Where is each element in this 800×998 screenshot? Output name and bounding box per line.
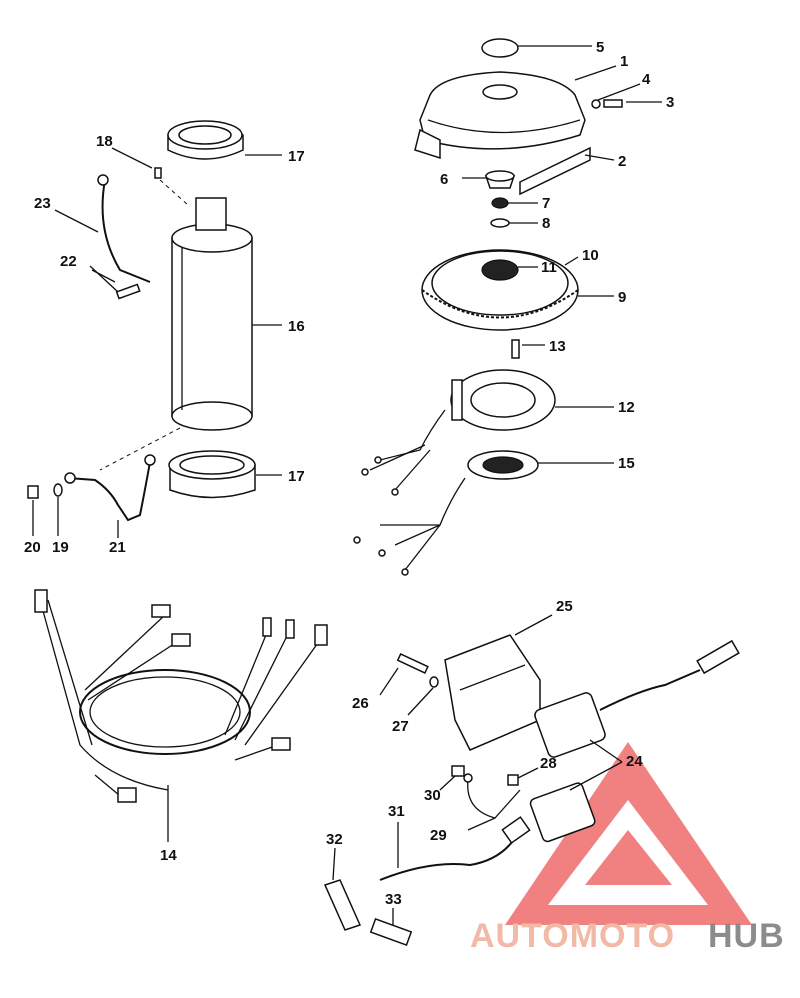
callout-28: 28 <box>540 755 557 772</box>
callout-8: 8 <box>542 215 550 232</box>
callout-23: 23 <box>34 195 51 212</box>
watermark-text-automoto: AUTOMOTO <box>470 917 675 955</box>
callout-5: 5 <box>596 39 604 56</box>
callout-10: 10 <box>582 247 599 264</box>
callout-17-bottom: 17 <box>288 468 305 485</box>
coil-nut <box>507 774 519 786</box>
callout-13: 13 <box>549 338 566 355</box>
callout-6: 6 <box>440 171 448 188</box>
nut-small <box>27 485 39 499</box>
callout-1: 1 <box>620 53 628 70</box>
ground-lead <box>67 461 151 522</box>
watermark-text-hub: HUB <box>708 917 785 955</box>
ignition-coil-lower <box>529 782 596 843</box>
callout-25: 25 <box>556 598 573 615</box>
starter-motor <box>171 237 253 417</box>
callout-22: 22 <box>60 253 77 270</box>
callout-21: 21 <box>109 539 126 556</box>
bracket-washer <box>429 676 439 688</box>
callout-19: 19 <box>52 539 69 556</box>
callout-9: 9 <box>618 289 626 306</box>
wiring-harness-group <box>34 589 328 842</box>
flywheel-cover-group <box>414 38 662 228</box>
callout-2: 2 <box>618 153 626 170</box>
coil-screw <box>451 765 465 777</box>
clip <box>154 167 162 179</box>
watermark-logo: AUTOMOTO HUB <box>470 742 785 955</box>
callout-3: 3 <box>666 94 674 111</box>
callout-12: 12 <box>618 399 635 416</box>
flywheel-group <box>421 249 614 359</box>
wiring-harness <box>79 669 251 755</box>
stator-group <box>353 369 614 576</box>
spark-plug-boot <box>323 879 362 931</box>
callout-29: 29 <box>430 827 447 844</box>
ignition-coil-upper <box>534 692 606 758</box>
callout-17-top: 17 <box>288 148 305 165</box>
callout-33: 33 <box>385 891 402 908</box>
washer <box>491 197 509 209</box>
mounting-plate <box>519 146 591 196</box>
flywheel-hub <box>481 259 519 281</box>
callout-4: 4 <box>642 71 651 88</box>
cable-screw <box>115 283 141 300</box>
callout-31: 31 <box>388 803 405 820</box>
callout-15: 15 <box>618 455 635 472</box>
battery-cable <box>99 178 151 283</box>
callout-24: 24 <box>626 753 643 770</box>
flywheel-screw <box>511 339 520 359</box>
starter-motor-group <box>27 120 282 538</box>
cap-plug <box>481 38 519 58</box>
callout-18: 18 <box>96 133 113 150</box>
bracket-screw <box>396 652 429 674</box>
callout-20: 20 <box>24 539 41 556</box>
spark-plug <box>369 917 413 947</box>
callout-11: 11 <box>541 259 557 276</box>
callout-labels: 1 2 3 4 5 6 7 8 9 10 11 12 13 14 15 16 1… <box>24 39 674 908</box>
coil-bracket <box>444 634 541 751</box>
callout-7: 7 <box>542 195 550 212</box>
callout-32: 32 <box>326 831 343 848</box>
screw <box>603 99 623 108</box>
ignition-group <box>323 614 740 947</box>
callout-30: 30 <box>424 787 441 804</box>
flywheel-cover <box>419 71 586 150</box>
callout-26: 26 <box>352 695 369 712</box>
lock-washer <box>53 483 63 497</box>
high-tension-lead <box>379 837 516 881</box>
callout-27: 27 <box>392 718 409 735</box>
callout-16: 16 <box>288 318 305 335</box>
callout-14: 14 <box>160 847 177 864</box>
